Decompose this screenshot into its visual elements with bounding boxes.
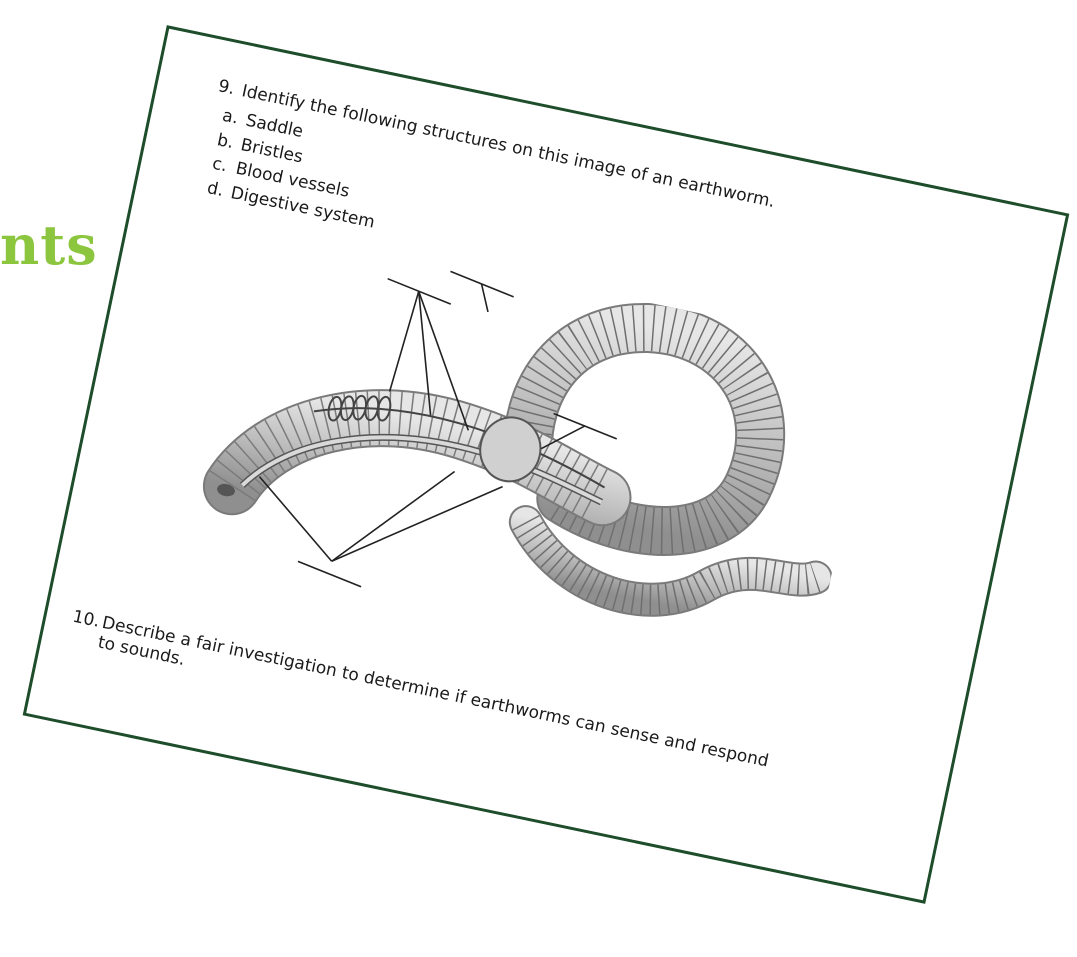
earthworm-figure [178,220,878,703]
background-heading-fragment: nts [0,218,98,272]
worksheet-page: 9.Identify the following structures on t… [23,25,1070,904]
earthworm-illustration-icon [178,220,878,703]
